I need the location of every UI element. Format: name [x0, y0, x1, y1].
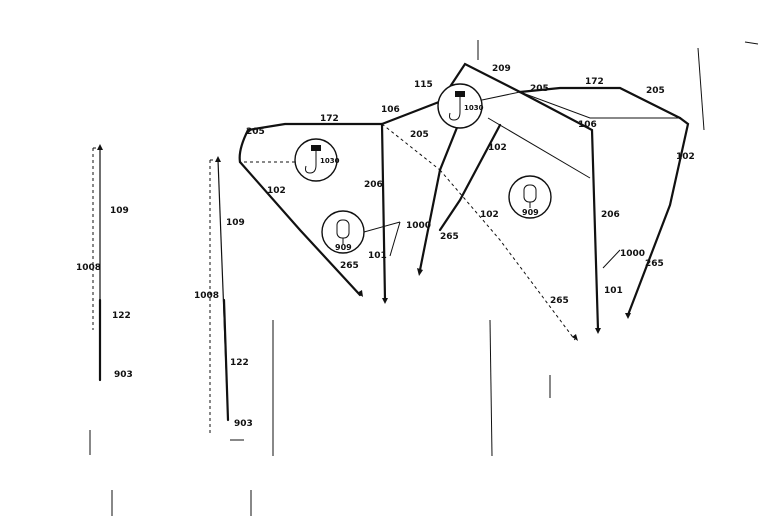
label-122: 122 — [112, 311, 131, 321]
label-101: 101 — [368, 251, 387, 261]
label-1030: 1030 — [320, 157, 340, 165]
label-903: 903 — [234, 419, 253, 429]
label-205: 205 — [530, 84, 549, 94]
label-102: 102 — [267, 186, 286, 196]
label-122: 122 — [230, 358, 249, 368]
label-1008: 1008 — [76, 263, 101, 273]
standalone-pole-left — [92, 144, 103, 382]
leader-1000-a — [389, 221, 401, 257]
label-106: 106 — [381, 105, 400, 115]
callout-hook-1030-top — [437, 83, 483, 129]
label-909: 909 — [335, 243, 352, 252]
label-102: 102 — [480, 210, 499, 220]
label-1000: 1000 — [620, 249, 645, 259]
label-1000: 1000 — [406, 221, 431, 231]
label-205: 205 — [246, 127, 265, 137]
leader-1000-b — [602, 249, 621, 269]
label-172: 172 — [320, 114, 339, 124]
label-109: 109 — [226, 218, 245, 228]
part-labels: 205 172 106 115 209 205 172 205 1030 103… — [76, 64, 695, 429]
label-106: 106 — [578, 120, 597, 130]
label-265: 265 — [340, 261, 359, 271]
label-115: 115 — [414, 80, 433, 90]
label-1008: 1008 — [194, 291, 219, 301]
label-205: 205 — [410, 130, 429, 140]
label-265: 265 — [550, 296, 569, 306]
scan-artifacts — [89, 40, 759, 516]
label-109: 109 — [110, 206, 129, 216]
label-903: 903 — [114, 370, 133, 380]
label-172: 172 — [585, 77, 604, 87]
label-102: 102 — [488, 143, 507, 153]
label-1030: 1030 — [464, 104, 484, 112]
label-206: 206 — [601, 210, 620, 220]
callout-pin-909-right — [508, 175, 552, 219]
label-101: 101 — [604, 286, 623, 296]
standalone-pole-right — [209, 156, 230, 436]
label-206: 206 — [364, 180, 383, 190]
label-205: 205 — [646, 86, 665, 96]
label-909: 909 — [522, 208, 539, 217]
label-265: 265 — [645, 259, 664, 269]
label-209: 209 — [492, 64, 511, 74]
label-265: 265 — [440, 232, 459, 242]
label-102: 102 — [676, 152, 695, 162]
callout-pin-909-left — [321, 210, 401, 254]
callout-hook-1030-left — [294, 138, 338, 182]
